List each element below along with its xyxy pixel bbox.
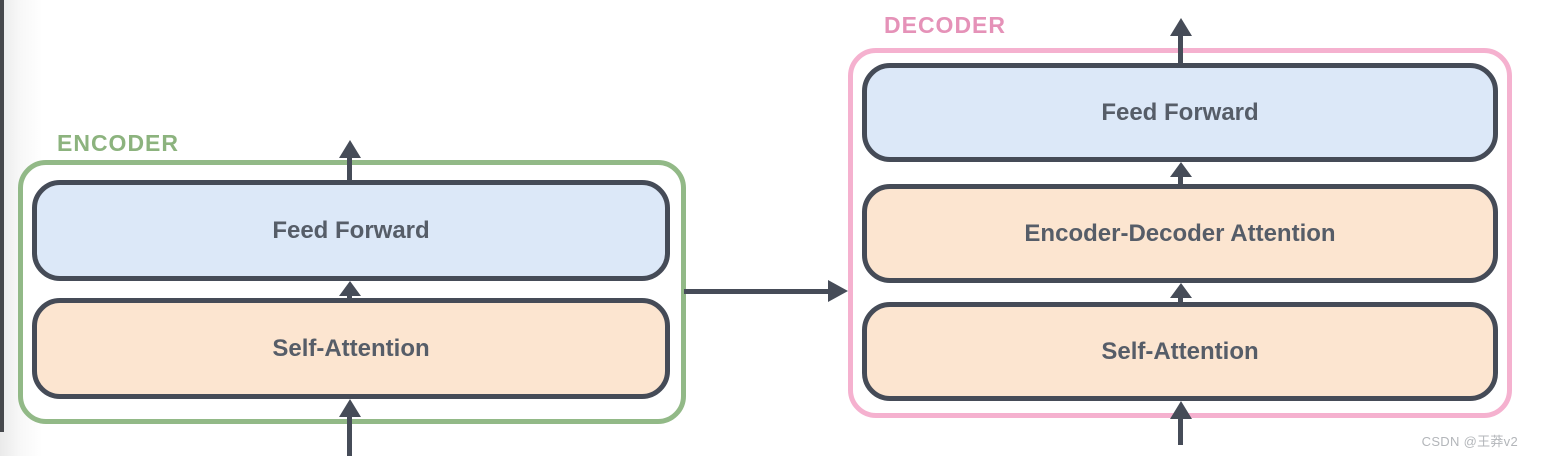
arrow-shaft: [684, 289, 830, 294]
arrow-head-icon: [1170, 18, 1192, 36]
arrow-head-icon: [1170, 401, 1192, 419]
arrow-head-icon: [1170, 283, 1192, 298]
arrow-shaft: [1178, 34, 1183, 64]
arrow-shaft: [347, 156, 352, 181]
arrow-head-icon: [1170, 162, 1192, 177]
encoder-to-decoder-arrow-right-icon: [684, 280, 848, 302]
decoder-output-arrow-up-icon: [1170, 18, 1192, 64]
encoder-feed-forward-block: Feed Forward: [32, 180, 670, 281]
encoder-output-arrow-up-icon: [339, 140, 361, 181]
decoder-feed-forward-label: Feed Forward: [1101, 98, 1259, 126]
decoder-self-attention-label: Self-Attention: [1101, 337, 1259, 365]
decoder-encoder-decoder-attention-block: Encoder-Decoder Attention: [862, 184, 1498, 283]
decoder-label: DECODER: [884, 12, 1007, 38]
encoder-self-attention-block: Self-Attention: [32, 298, 670, 399]
arrow-shaft: [347, 294, 352, 299]
decoder-encoder-decoder-attention-label: Encoder-Decoder Attention: [1024, 219, 1336, 247]
decoder-self-attention-block: Self-Attention: [862, 302, 1498, 401]
arrow-shaft: [347, 415, 352, 456]
decoder-internal-arrow-up-icon-2: [1170, 283, 1192, 302]
arrow-shaft: [1178, 417, 1183, 445]
encoder-input-arrow-up-icon: [339, 399, 361, 456]
decoder-internal-arrow-up-icon: [1170, 162, 1192, 184]
encoder-internal-arrow-up-icon: [339, 281, 361, 299]
decoder-input-arrow-up-icon: [1170, 401, 1192, 445]
decoder-feed-forward-block: Feed Forward: [862, 63, 1498, 162]
page-edge-line: [0, 0, 4, 432]
watermark: CSDN @王莽v2: [1421, 434, 1518, 449]
arrow-head-icon: [339, 140, 361, 158]
arrow-shaft: [1178, 175, 1183, 184]
encoder-label: ENCODER: [57, 130, 180, 156]
arrow-head-icon: [339, 399, 361, 417]
encoder-self-attention-label: Self-Attention: [272, 334, 430, 362]
arrow-head-icon: [339, 281, 361, 296]
encoder-feed-forward-label: Feed Forward: [272, 216, 430, 244]
arrow-shaft: [1178, 296, 1183, 302]
arrow-head-icon: [828, 280, 848, 302]
